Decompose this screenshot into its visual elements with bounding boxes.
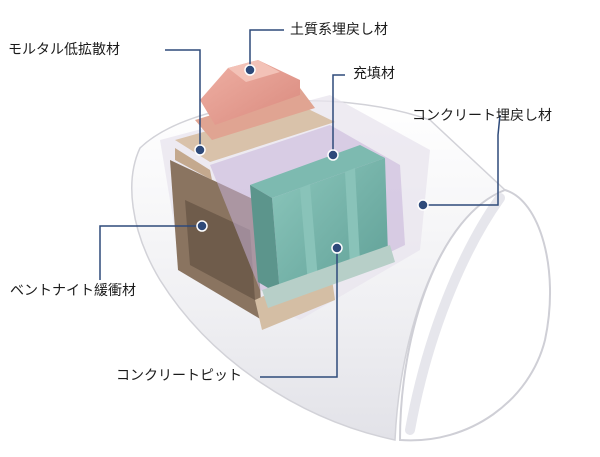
soil-backfill-cap xyxy=(200,60,300,125)
mortar-layer-top xyxy=(175,105,335,162)
marker-dot-mortar xyxy=(194,144,206,156)
leader-lines xyxy=(99,29,501,378)
label-soil-backfill: 土質系埋戻し材 xyxy=(290,22,388,38)
pit-top-frame xyxy=(250,145,385,198)
label-filling: 充填材 xyxy=(353,66,395,82)
tunnel-opening xyxy=(398,188,552,442)
marker-dots xyxy=(194,64,429,254)
label-bentonite: ベントナイト緩衝材 xyxy=(10,283,136,299)
leader-line-concrete xyxy=(423,114,501,206)
leader-line-mortar xyxy=(165,49,201,150)
mortar-layer-side xyxy=(175,148,212,180)
marker-dot-bentonite xyxy=(196,220,208,232)
label-concrete-backfill: コンクリート埋戻し材 xyxy=(412,108,552,124)
pit-base xyxy=(262,245,395,308)
leader-line-soil xyxy=(249,29,284,70)
marker-dot-filling xyxy=(327,149,339,161)
pit-frame-bar xyxy=(345,168,360,266)
leader-line-pit xyxy=(260,248,338,378)
marker-dot-soil xyxy=(244,64,256,76)
pit-side-face xyxy=(250,185,280,295)
leader-line-bentonite xyxy=(99,225,202,280)
label-mortar: モルタル低拡散材 xyxy=(8,42,120,58)
marker-dot-concrete xyxy=(417,199,429,211)
marker-dot-pit xyxy=(331,242,343,254)
soil-backfill-cap-base xyxy=(195,88,315,140)
label-concrete-pit: コンクリートピット xyxy=(116,368,242,384)
leader-line-filling xyxy=(332,74,345,155)
tunnel-opening-inner-shade xyxy=(405,193,505,435)
pit-frame-bar xyxy=(300,184,318,284)
